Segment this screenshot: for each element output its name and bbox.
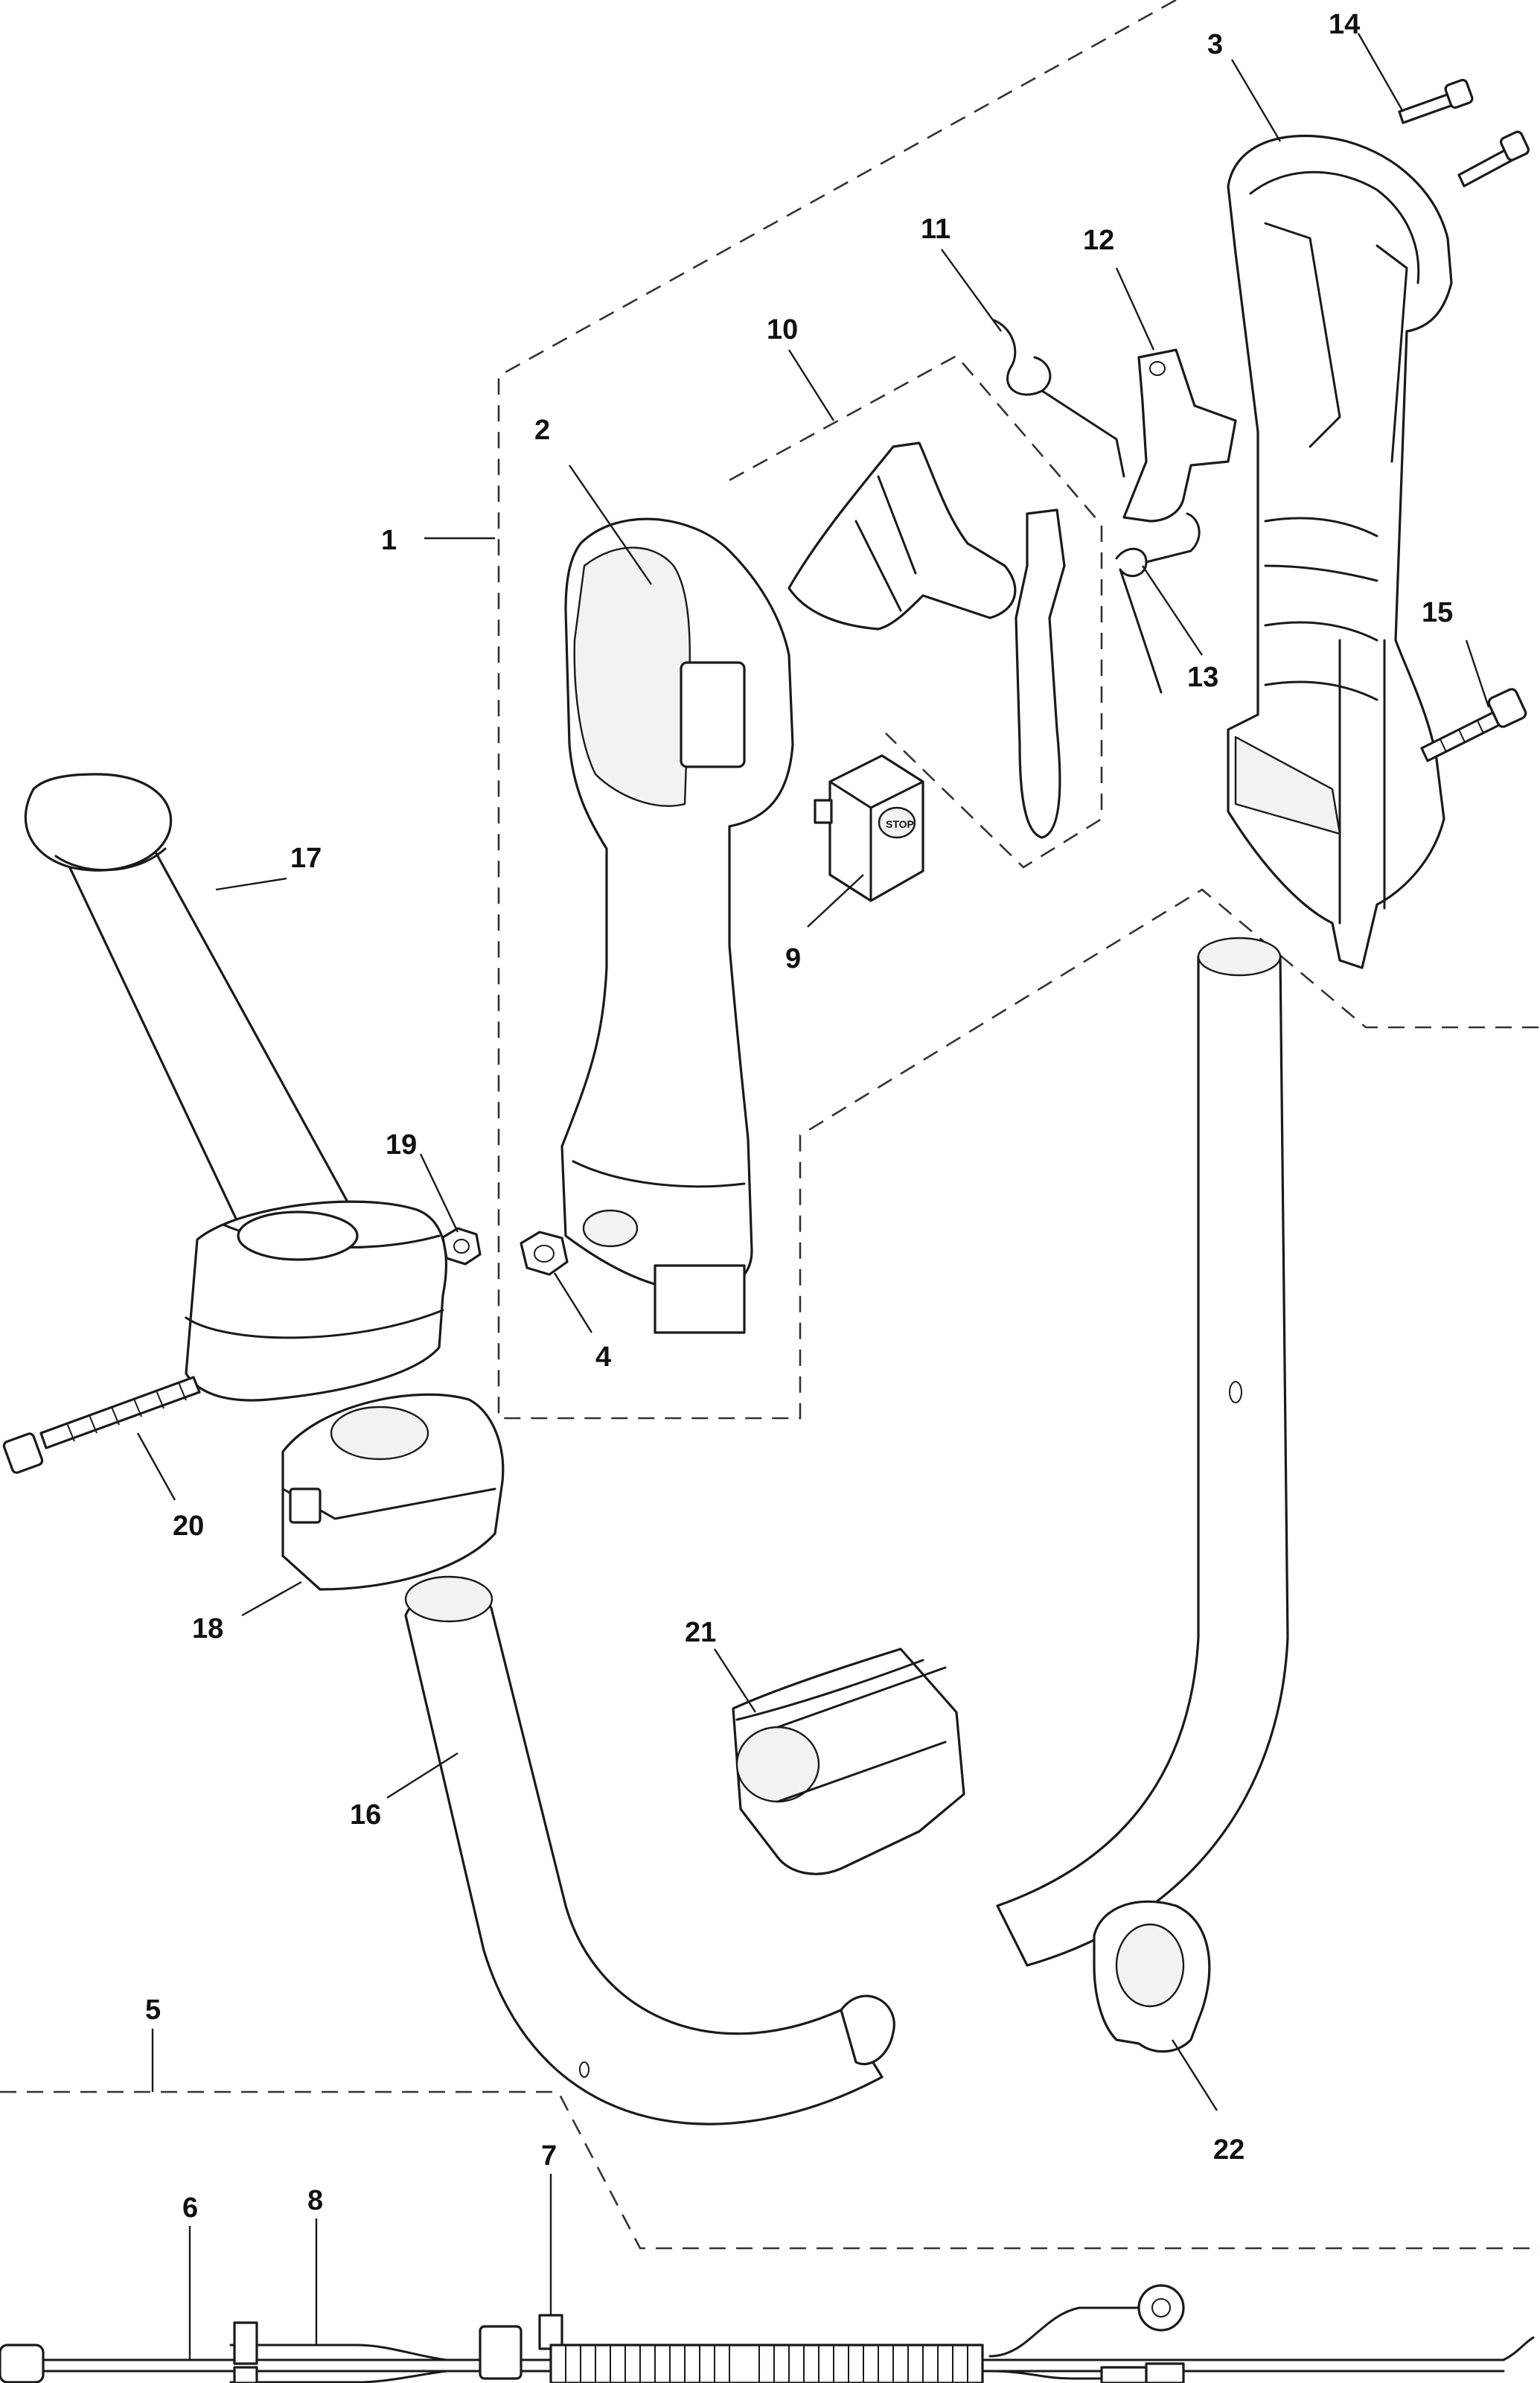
assembly-boundary-1: [497, 0, 1540, 1420]
part-11-spring: [992, 319, 1125, 478]
callout-13: 13: [1187, 662, 1218, 693]
part-18-clamp: [281, 1393, 505, 1591]
callout-18: 18: [192, 1613, 223, 1645]
callout-21: 21: [685, 1617, 716, 1648]
stop-switch-label: STOP: [886, 818, 914, 830]
callout-2: 2: [534, 415, 550, 446]
callout-8: 8: [307, 2185, 323, 2216]
callout-6: 6: [182, 2192, 198, 2224]
part-19-nut: [441, 1227, 482, 1266]
assembly-boundary-5: [0, 2090, 1540, 2250]
handle-bar-tube-long: [996, 937, 1289, 1967]
callout-4: 4: [595, 1342, 611, 1373]
callout-labels: 1 2 3 4 5 6 7 8 9 10 11 12 13 14 15 16 1…: [145, 9, 1453, 2224]
callout-14: 14: [1329, 9, 1360, 40]
callout-7: 7: [541, 2140, 557, 2172]
part-21-double-clamp: [732, 1647, 965, 1875]
callout-20: 20: [173, 1510, 204, 1542]
callout-3: 3: [1207, 29, 1223, 60]
part-17-grip-tube: [24, 773, 351, 1248]
part-9-stop-switch: STOP: [814, 754, 924, 902]
callout-9: 9: [785, 943, 801, 974]
wiring-harness: [0, 2284, 1535, 2383]
callout-10: 10: [767, 314, 798, 345]
callout-5: 5: [145, 1994, 161, 2026]
callout-1: 1: [381, 525, 397, 556]
part-10-throttle-assembly: [787, 441, 1066, 839]
part-2-handle-half: [560, 517, 794, 1334]
part-13-spring: [1115, 512, 1201, 694]
part-3-handle-half: [1227, 134, 1453, 969]
assembly-boundary-10: [729, 354, 1103, 869]
callout-leaders: [136, 33, 1490, 2360]
callout-11: 11: [921, 214, 950, 245]
part-20-long-bolt: [2, 1376, 201, 1474]
part-14-screws: [1398, 78, 1530, 188]
part-15-screw: [1420, 688, 1527, 762]
corrugated-sleeve: [549, 2344, 984, 2383]
part-16-bent-tube: [404, 1575, 895, 2125]
callout-15: 15: [1422, 597, 1453, 628]
grip-housing: [185, 1200, 447, 1402]
callout-19: 19: [386, 1129, 417, 1161]
callout-16: 16: [350, 1799, 381, 1831]
part-12-lever: [1122, 348, 1237, 523]
callout-12: 12: [1083, 225, 1114, 256]
callout-22: 22: [1213, 2134, 1245, 2166]
callout-17: 17: [290, 843, 322, 874]
part-22-clip: [1093, 1900, 1211, 2053]
part-4-nut: [520, 1231, 569, 1276]
